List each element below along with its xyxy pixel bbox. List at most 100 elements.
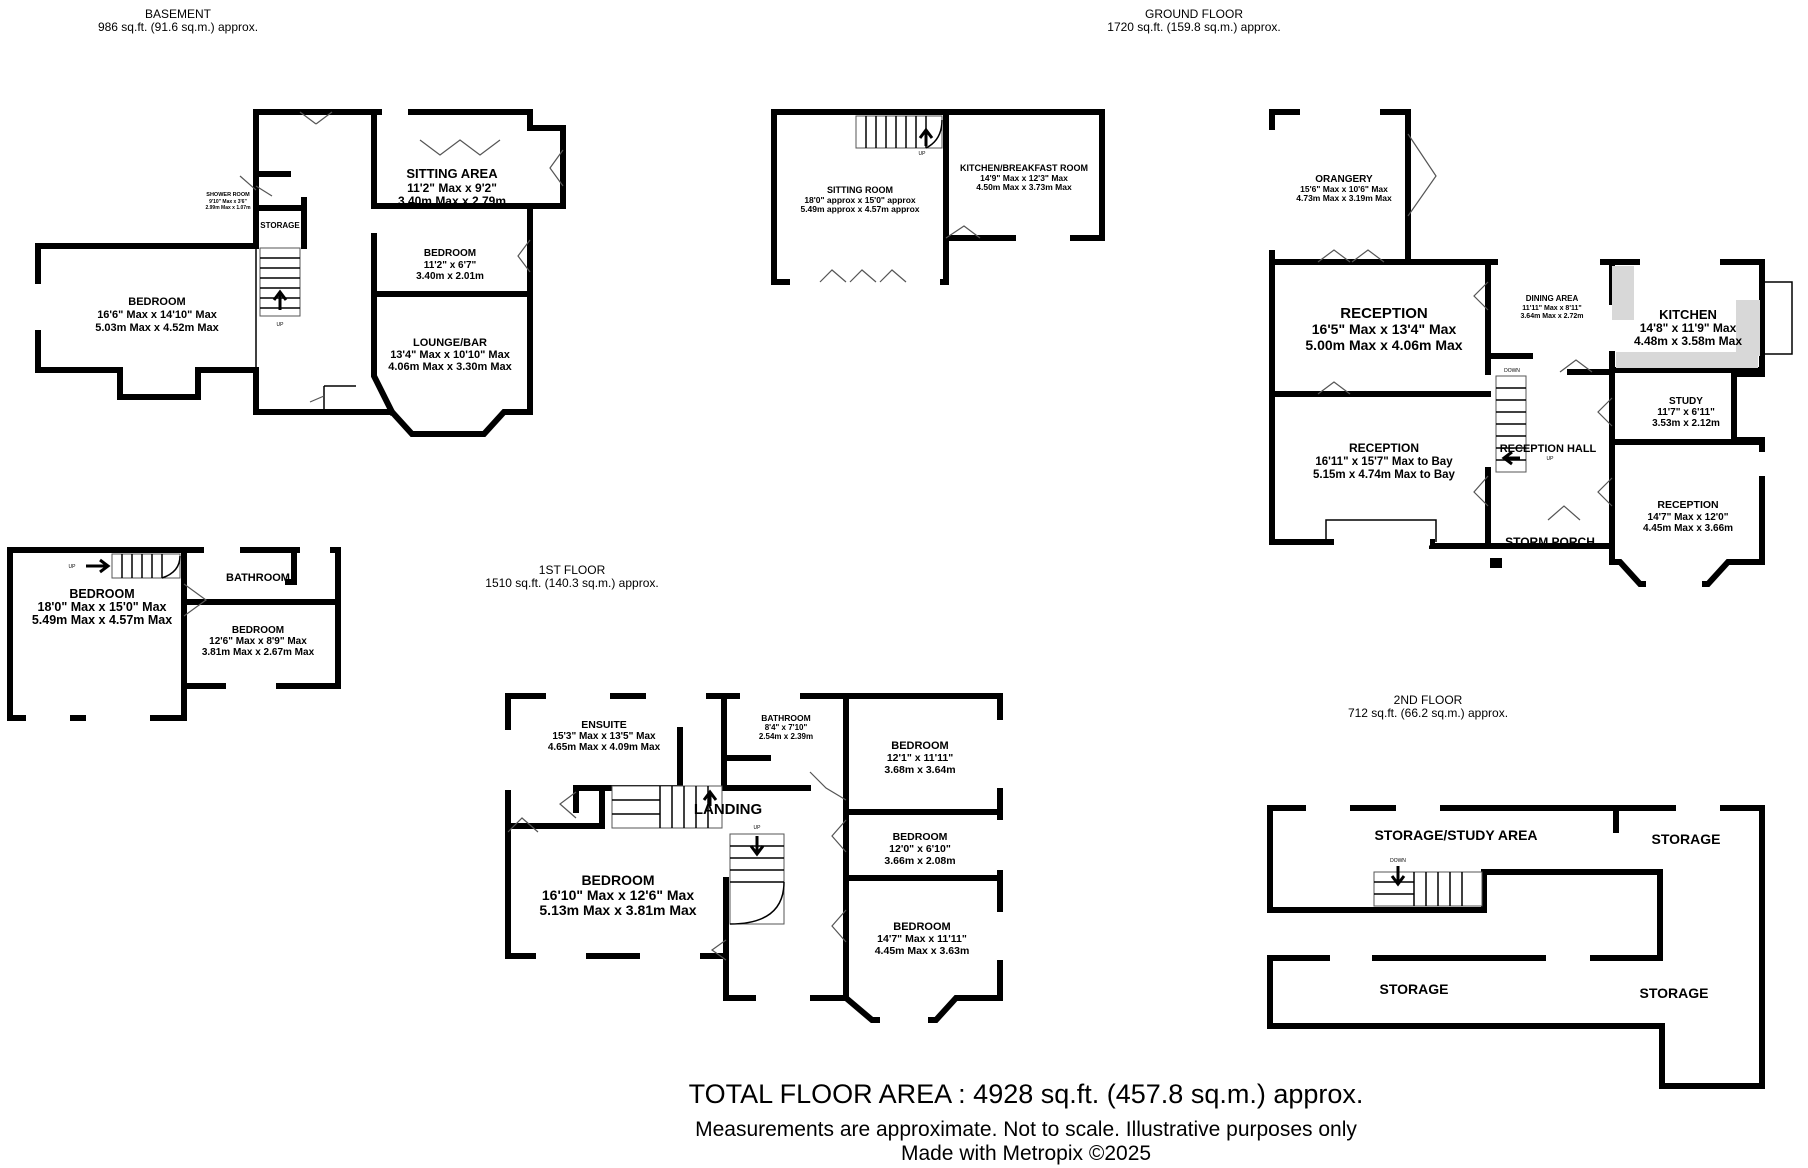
kitchen-bay: [1762, 281, 1793, 355]
room-dims-imperial: 12'6" Max x 8'9" Max: [209, 636, 307, 647]
room-name: BATHROOM: [226, 572, 290, 584]
room-name: KITCHEN/BREAKFAST ROOM: [960, 163, 1088, 173]
room-dims-imperial: 15'3" Max x 13'5" Max: [552, 731, 656, 742]
door-swing: [1317, 381, 1351, 395]
total-floor-area: TOTAL FLOOR AREA : 4928 sq.ft. (457.8 sq…: [689, 1079, 1364, 1109]
door-swing: [559, 791, 577, 819]
room-dims-imperial: 16'5" Max x 13'4" Max: [1312, 321, 1457, 337]
room-dims-imperial: 11'11" Max x 8'11": [1522, 305, 1581, 312]
stairs-up-label: UP: [277, 322, 285, 328]
room-dims-metric: 4.65m Max x 4.09m Max: [548, 742, 661, 753]
stairs-up-label: UP: [919, 151, 927, 157]
room-dims-metric: 5.03m Max x 4.52m Max: [95, 322, 219, 334]
ground-annex-plan: UP SITTING ROOM 18'0" approx x 15'0" app…: [771, 109, 1105, 286]
ground-title: GROUND FLOOR: [1145, 7, 1243, 21]
room-name: ENSUITE: [581, 719, 627, 731]
basement-stairs: UP: [259, 247, 301, 328]
room-dims-imperial: 12'1" x 11'11": [887, 752, 953, 764]
room-dims-metric: 4.48m x 3.58m Max: [1634, 334, 1742, 348]
kitchen-unit: [1736, 300, 1760, 356]
room-bedroom-se: BEDROOM 14'7" Max x 11'11" 4.45m Max x 3…: [875, 921, 970, 957]
door-swing: [183, 583, 208, 617]
room-dims-imperial: 12'0" x 6'10": [889, 843, 951, 855]
room-dims-metric: 4.73m Max x 3.19m Max: [1296, 193, 1392, 203]
room-kitchen: KITCHEN 14'8" x 11'9" Max 4.48m x 3.58m …: [1634, 307, 1742, 348]
first-annex-stairs: UP: [69, 553, 181, 579]
room-dining-area: DINING AREA 11'11" Max x 8'11" 3.64m Max…: [1520, 294, 1583, 320]
room-bedroom-annex-2: BEDROOM 12'6" Max x 8'9" Max 3.81m Max x…: [202, 625, 315, 658]
basement-wall: [323, 385, 356, 412]
room-dims-imperial: 18'0" Max x 15'0" Max: [38, 600, 167, 614]
room-dims-metric: 3.53m x 2.12m: [1652, 418, 1720, 429]
door-swing: [1473, 475, 1489, 507]
room-name: BEDROOM: [893, 921, 950, 933]
room-name: LANDING: [694, 801, 762, 818]
room-dims-imperial: 18'0" approx x 15'0" approx: [804, 195, 916, 205]
room-reception-hall: RECEPTION HALL: [1500, 443, 1597, 455]
room-dims-imperial: 9'10" Max x 3'6": [209, 199, 247, 205]
storm-porch-post: [1490, 558, 1502, 568]
door-swing: [517, 239, 531, 273]
ground-heading: GROUND FLOOR 1720 sq.ft. (159.8 sq.m.) a…: [1107, 7, 1280, 34]
room-bedroom-annex-1: BEDROOM 18'0" Max x 15'0" Max 5.49m Max …: [32, 587, 172, 627]
second-title: 2ND FLOOR: [1394, 693, 1463, 707]
room-bedroom-e: BEDROOM 12'0" x 6'10" 3.66m x 2.08m: [884, 831, 955, 867]
door-swing: [1559, 359, 1593, 373]
room-name: STORM PORCH: [1505, 535, 1595, 549]
basement-wall: [371, 291, 397, 417]
room-dims-imperial: 11'2" x 6'7": [424, 260, 477, 271]
room-dims-imperial: 13'4" Max x 10'10" Max: [390, 349, 511, 361]
room-dims-metric: 3.68m x 3.64m: [884, 764, 955, 776]
stairs-down-label: DOWN: [1390, 858, 1406, 864]
room-lounge-bar: LOUNGE/BAR 13'4" Max x 10'10" Max 4.06m …: [388, 337, 512, 373]
kitchen-unit: [1612, 266, 1634, 320]
second-area: 712 sq.ft. (66.2 sq.m.) approx.: [1348, 706, 1508, 720]
stairs-down-label: DOWN: [1504, 368, 1520, 374]
kitchen-unit: [1616, 352, 1758, 368]
room-dims-metric: 5.49m Max x 4.57m Max: [32, 613, 172, 627]
door-swing: [1547, 505, 1581, 521]
room-dims-metric: 2.54m x 2.39m: [759, 732, 813, 741]
room-name: BEDROOM: [893, 831, 948, 843]
room-dims-imperial: 16'11" x 15'7" Max to Bay: [1315, 456, 1453, 468]
room-name: RECEPTION HALL: [1500, 443, 1597, 455]
room-storage-sw: STORAGE: [1380, 981, 1449, 997]
second-floor-stairs: DOWN: [1373, 858, 1483, 907]
first-annex-wall: [285, 547, 297, 585]
first-area: 1510 sq.ft. (140.3 sq.m.) approx.: [485, 576, 658, 590]
stairs-up-label: UP: [69, 564, 77, 570]
room-name: STORAGE: [260, 221, 300, 230]
room-name: LOUNGE/BAR: [413, 337, 487, 349]
room-name: BEDROOM: [891, 740, 948, 752]
room-dims-imperial: 11'7" x 6'11": [1657, 407, 1715, 418]
room-ensuite: ENSUITE 15'3" Max x 13'5" Max 4.65m Max …: [548, 719, 661, 753]
room-dims-metric: 4.45m Max x 3.63m: [875, 945, 970, 957]
room-dims-metric: 3.40m Max x 2.79m: [398, 194, 506, 208]
room-name: RECEPTION: [1657, 499, 1718, 511]
room-name: BEDROOM: [69, 587, 134, 601]
room-name: DINING AREA: [1526, 294, 1579, 303]
room-reception-3: RECEPTION 14'7" Max x 12'0" 4.45m Max x …: [1643, 499, 1733, 534]
first-title: 1ST FLOOR: [539, 563, 606, 577]
room-orangery: ORANGERY 15'6" Max x 10'6" Max 4.73m Max…: [1296, 174, 1392, 203]
room-bathroom: BATHROOM 8'4" x 7'10" 2.54m x 2.39m: [759, 713, 813, 741]
room-name: RECEPTION: [1349, 441, 1419, 455]
door-swing: [1597, 477, 1613, 507]
second-heading: 2ND FLOOR 712 sq.ft. (66.2 sq.m.) approx…: [1348, 693, 1508, 720]
door-swing: [507, 817, 539, 833]
room-sitting-room: SITTING ROOM 18'0" approx x 15'0" approx…: [800, 185, 919, 214]
ground-area: 1720 sq.ft. (159.8 sq.m.) approx.: [1107, 20, 1280, 34]
room-bathroom-annex: BATHROOM: [226, 572, 290, 584]
door-swing: [819, 269, 907, 283]
basement-heading: BASEMENT 986 sq.ft. (91.6 sq.m.) approx.: [98, 7, 258, 34]
door-swing: [809, 771, 847, 801]
room-study: STUDY 11'7" x 6'11" 3.53m x 2.12m: [1652, 396, 1720, 429]
room-dims-imperial: 14'8" x 11'9" Max: [1640, 321, 1737, 335]
room-dims-metric: 3.64m Max x 2.72m: [1520, 313, 1583, 320]
room-name: STORAGE: [1380, 981, 1449, 997]
room-name: RECEPTION: [1340, 305, 1428, 322]
footer: TOTAL FLOOR AREA : 4928 sq.ft. (457.8 sq…: [689, 1079, 1364, 1165]
room-dims-metric: 5.00m Max x 4.06m Max: [1305, 337, 1462, 353]
room-dims-imperial: 14'9" Max x 12'3" Max: [980, 173, 1068, 183]
